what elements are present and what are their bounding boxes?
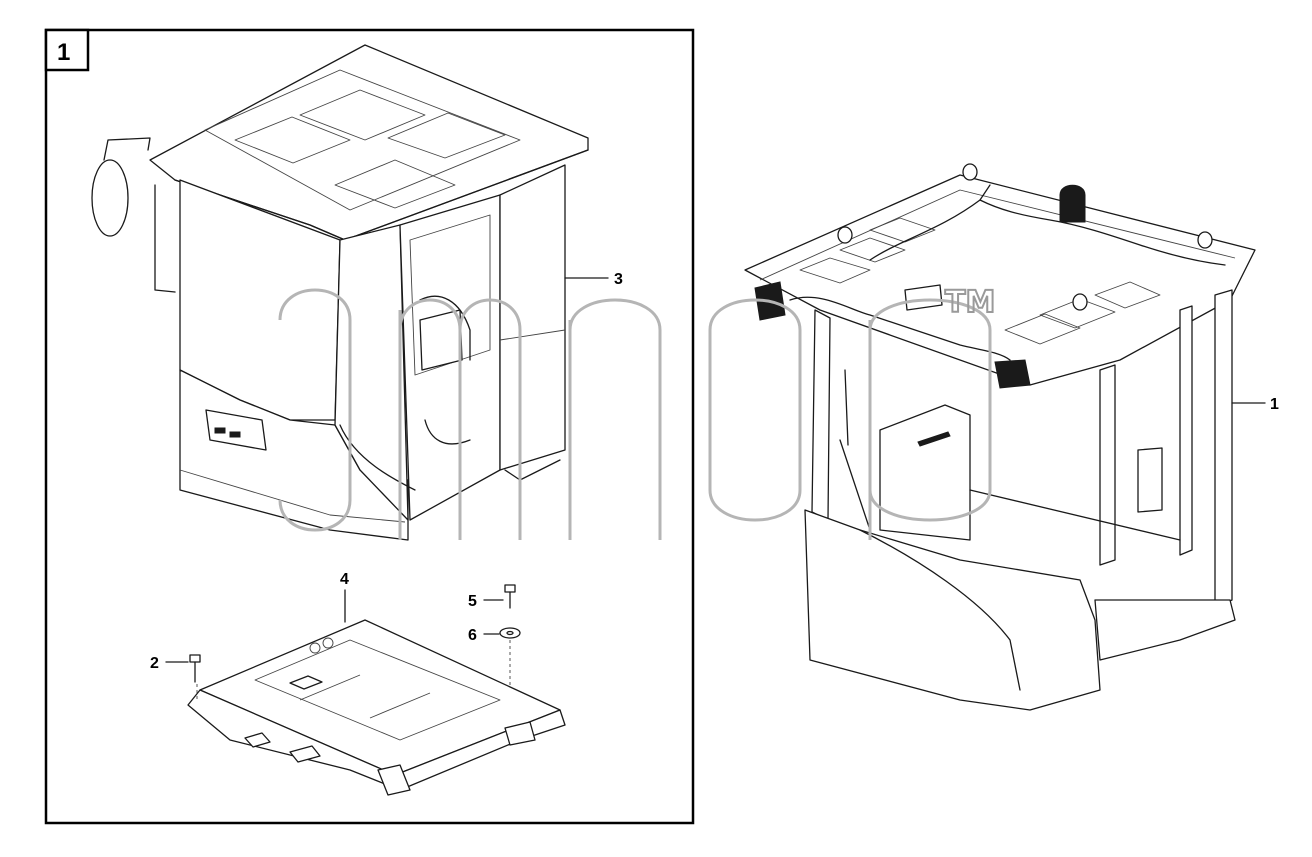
callout-3: 3 [564, 271, 623, 288]
callout-6-label: 6 [468, 627, 477, 644]
bolt-part-5 [504, 584, 516, 609]
callout-5: 5 [468, 593, 504, 610]
cab-drawing [91, 44, 589, 541]
floor-plate-drawing [187, 619, 566, 796]
callout-2-label: 2 [150, 655, 159, 672]
assembly-frame: 1 [44, 28, 695, 825]
callout-5-label: 5 [468, 593, 477, 610]
cab-frame-wiring-drawing [744, 163, 1256, 711]
callout-2: 2 [150, 655, 189, 672]
watermark-tm: TM [945, 285, 995, 320]
callout-4-label: 4 [340, 571, 349, 588]
callout-4: 4 [340, 571, 349, 623]
callout-1: 1 [1231, 396, 1279, 413]
bolt-part-2 [189, 654, 201, 700]
callout-1-label: 1 [1270, 396, 1279, 413]
box-number-label: 1 [57, 39, 70, 66]
washer-part-6 [499, 627, 521, 685]
callout-6: 6 [468, 627, 500, 644]
callout-3-label: 3 [614, 271, 623, 288]
watermark: TM [278, 284, 996, 540]
